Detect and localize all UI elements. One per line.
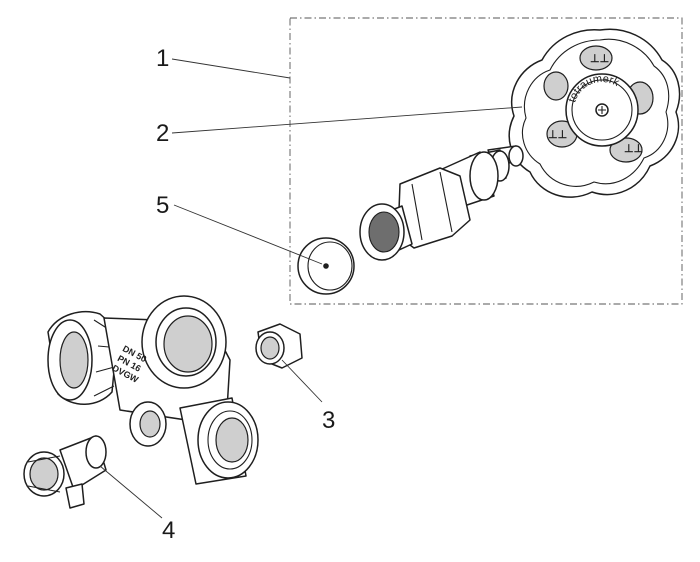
leader-4: [99, 465, 163, 519]
logo-mark: ⊥⊥: [548, 129, 567, 141]
callout-3: 3: [322, 407, 335, 434]
plug: [255, 323, 303, 369]
handwheel: ⊥⊥ ⊥⊥ ⊥⊥ totraumerk: [508, 28, 681, 198]
assembly-boundary: [289, 17, 683, 305]
callout-1: 1: [156, 45, 169, 72]
spindle-bonnet: [359, 145, 524, 261]
leader-3: [281, 359, 323, 403]
valve-disc: [297, 237, 355, 295]
callout-5: 5: [156, 192, 169, 219]
valve-body: DN 50 PN 16 DVGW: [47, 295, 259, 485]
leader-1: [171, 58, 291, 79]
leader-5: [173, 204, 323, 265]
callout-2: 2: [156, 120, 169, 147]
logo-mark: ⊥⊥: [624, 143, 643, 155]
logo-mark: ⊥⊥: [590, 53, 609, 65]
drain-valve: [23, 435, 107, 509]
callout-4: 4: [162, 517, 175, 544]
leader-2: [171, 106, 523, 134]
